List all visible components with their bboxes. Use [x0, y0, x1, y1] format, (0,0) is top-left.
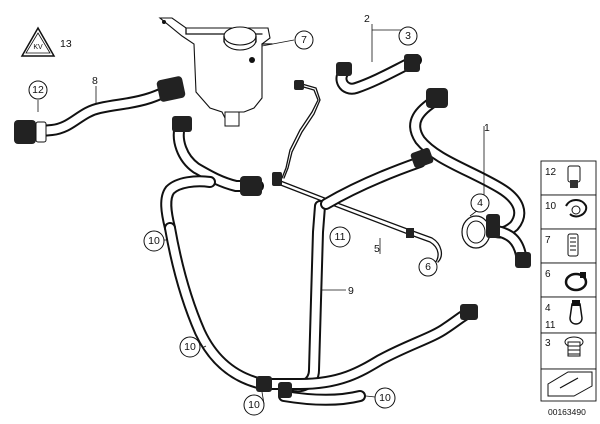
- callout-10-b[interactable]: 10: [179, 336, 201, 358]
- callout-2-label: 2: [364, 13, 370, 25]
- parts-panel: 12 10 7 6: [540, 160, 597, 402]
- hose-2[interactable]: [335, 54, 422, 95]
- callout-4-label: 4: [477, 197, 483, 209]
- hose-8[interactable]: [14, 76, 186, 144]
- panel-row-7[interactable]: 7: [545, 233, 579, 257]
- panel-row-11-label: 11: [545, 320, 556, 331]
- spring-clamp-icon: [565, 199, 588, 218]
- callout-7-label: 7: [301, 34, 307, 46]
- panel-row-6-label: 6: [545, 269, 551, 280]
- screw-plug-icon: [564, 336, 584, 357]
- callout-7[interactable]: 7: [294, 30, 314, 50]
- panel-row-12-label: 12: [545, 167, 557, 178]
- callout-10-a[interactable]: 10: [143, 230, 165, 252]
- callout-3[interactable]: 3: [398, 26, 418, 46]
- panel-row-3[interactable]: 3: [545, 336, 584, 357]
- callout-12[interactable]: 12: [28, 80, 48, 100]
- arrow-pad-icon: [547, 371, 593, 397]
- panel-row-arrow[interactable]: [547, 371, 593, 397]
- clip-icon: [569, 300, 583, 325]
- callout-11[interactable]: 11: [329, 226, 351, 248]
- panel-row-3-label: 3: [545, 338, 551, 349]
- triangle-label: KV: [33, 44, 43, 51]
- callout-13: 13: [60, 38, 72, 50]
- callout-13-label: 13: [60, 38, 72, 50]
- callout-10-d-label: 10: [379, 392, 391, 404]
- hose-10-upper[interactable]: [160, 116, 264, 234]
- callout-10-c[interactable]: 10: [243, 394, 265, 416]
- callout-1-label: 1: [484, 122, 490, 134]
- callout-12-label: 12: [32, 84, 44, 96]
- callout-8: 8: [92, 75, 98, 87]
- panel-row-10[interactable]: 10: [545, 199, 588, 218]
- callout-6[interactable]: 6: [418, 257, 438, 277]
- callout-2: 2: [364, 13, 370, 25]
- line-5[interactable]: [272, 172, 443, 265]
- callout-8-label: 8: [92, 75, 98, 87]
- callout-9: 9: [348, 285, 354, 297]
- callout-6-label: 6: [425, 261, 431, 273]
- callout-1: 1: [484, 122, 490, 134]
- panel-row-12[interactable]: 12: [545, 165, 581, 188]
- callout-10-d[interactable]: 10: [374, 387, 396, 409]
- callout-10-a-label: 10: [148, 235, 160, 247]
- hose-1[interactable]: [409, 88, 531, 268]
- callout-9-label: 9: [348, 285, 354, 297]
- document-id: 00163490: [548, 407, 586, 417]
- spring-pin-icon: [567, 233, 579, 257]
- callout-10-b-label: 10: [184, 341, 196, 353]
- callout-5-label: 5: [374, 243, 380, 255]
- callout-4[interactable]: 4: [470, 193, 490, 213]
- callout-10-c-label: 10: [248, 399, 260, 411]
- hose-10-lower[interactable]: [164, 222, 478, 406]
- panel-row-7-label: 7: [545, 235, 551, 246]
- panel-row-6[interactable]: 6: [545, 269, 588, 292]
- panel-row-4-label: 4: [545, 303, 551, 314]
- breather-line[interactable]: [281, 80, 321, 179]
- callout-3-label: 3: [405, 30, 411, 42]
- warning-triangle-icon: KV: [20, 26, 56, 57]
- panel-row-4[interactable]: 4 11: [545, 300, 583, 331]
- hose-clip-icon: [567, 165, 581, 188]
- hose-clamp-ring-icon: [564, 272, 588, 292]
- panel-row-10-label: 10: [545, 201, 557, 212]
- callout-5: 5: [374, 243, 380, 255]
- callout-11-label: 11: [335, 231, 346, 243]
- expansion-tank[interactable]: [158, 17, 273, 127]
